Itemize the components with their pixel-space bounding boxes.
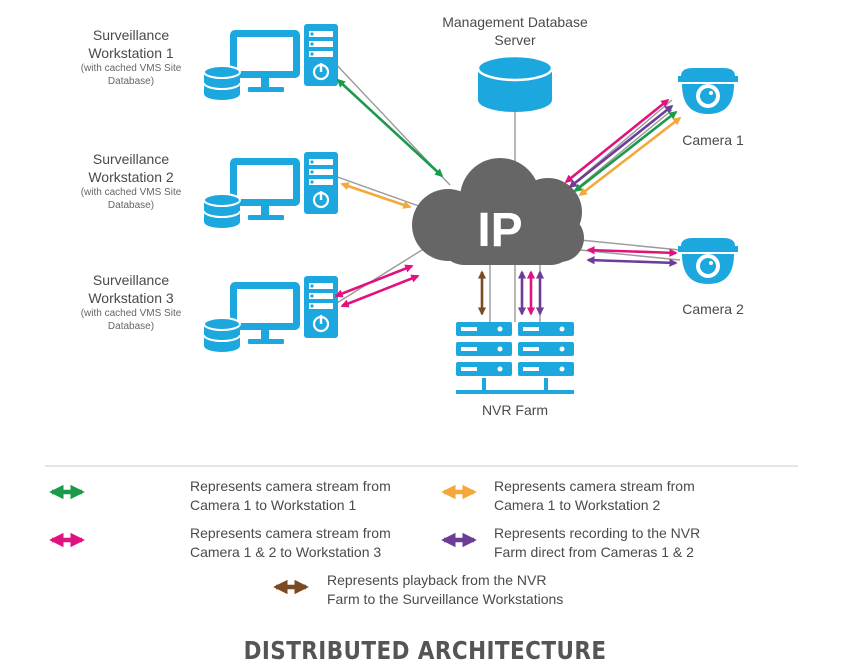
- arrow-ws3-a: [334, 264, 414, 298]
- legend-brown-line2: Farm to the Surveillance Workstations: [327, 591, 564, 607]
- camera-2-icon: [678, 238, 738, 284]
- arrow-cam1-ws1: [336, 78, 444, 178]
- database-icon: [476, 54, 554, 112]
- arrow-cam1-purple: [568, 104, 674, 189]
- workstation-3-label: Surveillance Workstation 3 (with cached …: [56, 271, 206, 333]
- stream-arrows: [334, 78, 682, 316]
- workstation-2-sub-line1: (with cached VMS Site: [80, 187, 182, 198]
- workstation-2-title-line2: Workstation 2: [88, 169, 174, 185]
- workstation-2-icon: [202, 150, 340, 230]
- nvr-farm-label: NVR Farm: [481, 402, 549, 418]
- workstation-1-label: Surveillance Workstation 1 (with cached …: [56, 26, 206, 88]
- ip-cloud-icon: [412, 158, 584, 265]
- legend-orange-line1: Represents camera stream from: [494, 478, 695, 494]
- workstation-1-title-line2: Workstation 1: [88, 45, 174, 61]
- legend-swatches: [49, 484, 477, 595]
- camera-1-icon: [678, 68, 738, 114]
- workstation-3-icon: [202, 274, 340, 354]
- camera-2-label: Camera 2: [682, 301, 744, 317]
- legend-item-green: Represents camera stream from Camera 1 t…: [190, 477, 391, 515]
- legend-item-brown: Represents playback from the NVR Farm to…: [327, 571, 563, 609]
- workstation-2-sub-line2: Database): [107, 200, 155, 211]
- legend-item-purple: Represents recording to the NVR Farm dir…: [494, 524, 700, 562]
- workstation-2-title-line1: Surveillance: [92, 151, 170, 167]
- workstation-2-label: Surveillance Workstation 2 (with cached …: [56, 150, 206, 212]
- nvr-farm-icon: [456, 322, 574, 394]
- arrow-cam1-magenta: [564, 98, 670, 184]
- arrow-ws3-b: [340, 274, 420, 308]
- workstation-3-title-line1: Surveillance: [92, 272, 170, 288]
- diagram-title: DISTRIBUTED ARCHITECTURE: [243, 636, 607, 665]
- workstation-1-icon: [202, 22, 340, 102]
- legend-magenta-line1: Represents camera stream from: [190, 525, 391, 541]
- database-server-line1: Management Database: [442, 14, 588, 30]
- legend-purple-line1: Represents recording to the NVR: [494, 525, 701, 541]
- camera-1-label: Camera 1: [682, 132, 744, 148]
- legend-item-magenta: Represents camera stream from Camera 1 &…: [190, 524, 391, 562]
- legend-green-line2: Camera 1 to Workstation 1: [190, 497, 357, 513]
- legend-purple-line2: Farm direct from Cameras 1 & 2: [494, 544, 694, 560]
- workstation-3-sub-line2: Database): [107, 321, 155, 332]
- database-server-line2: Server: [494, 32, 536, 48]
- legend-magenta-line2: Camera 1 & 2 to Workstation 3: [190, 544, 382, 560]
- legend-item-orange: Represents camera stream from Camera 1 t…: [494, 477, 695, 515]
- workstation-3-sub-line1: (with cached VMS Site: [80, 308, 182, 319]
- arrow-cam1-orange: [578, 116, 682, 197]
- legend-brown-line1: Represents playback from the NVR: [327, 572, 547, 588]
- arrow-cam1-ws2: [340, 182, 412, 209]
- database-server-label: Management Database Server: [420, 13, 610, 49]
- legend-green-line1: Represents camera stream from: [190, 478, 391, 494]
- workstation-3-title-line2: Workstation 3: [88, 290, 174, 306]
- arrow-cam2-magenta: [586, 246, 678, 257]
- arrow-cam2-purple: [586, 256, 678, 267]
- arrow-cam1-green: [573, 110, 678, 193]
- workstation-1-title-line1: Surveillance: [92, 27, 170, 43]
- workstation-1-sub-line2: Database): [107, 76, 155, 87]
- legend-orange-line2: Camera 1 to Workstation 2: [494, 497, 661, 513]
- workstation-1-sub-line1: (with cached VMS Site: [80, 63, 182, 74]
- cloud-label: IP: [477, 204, 522, 257]
